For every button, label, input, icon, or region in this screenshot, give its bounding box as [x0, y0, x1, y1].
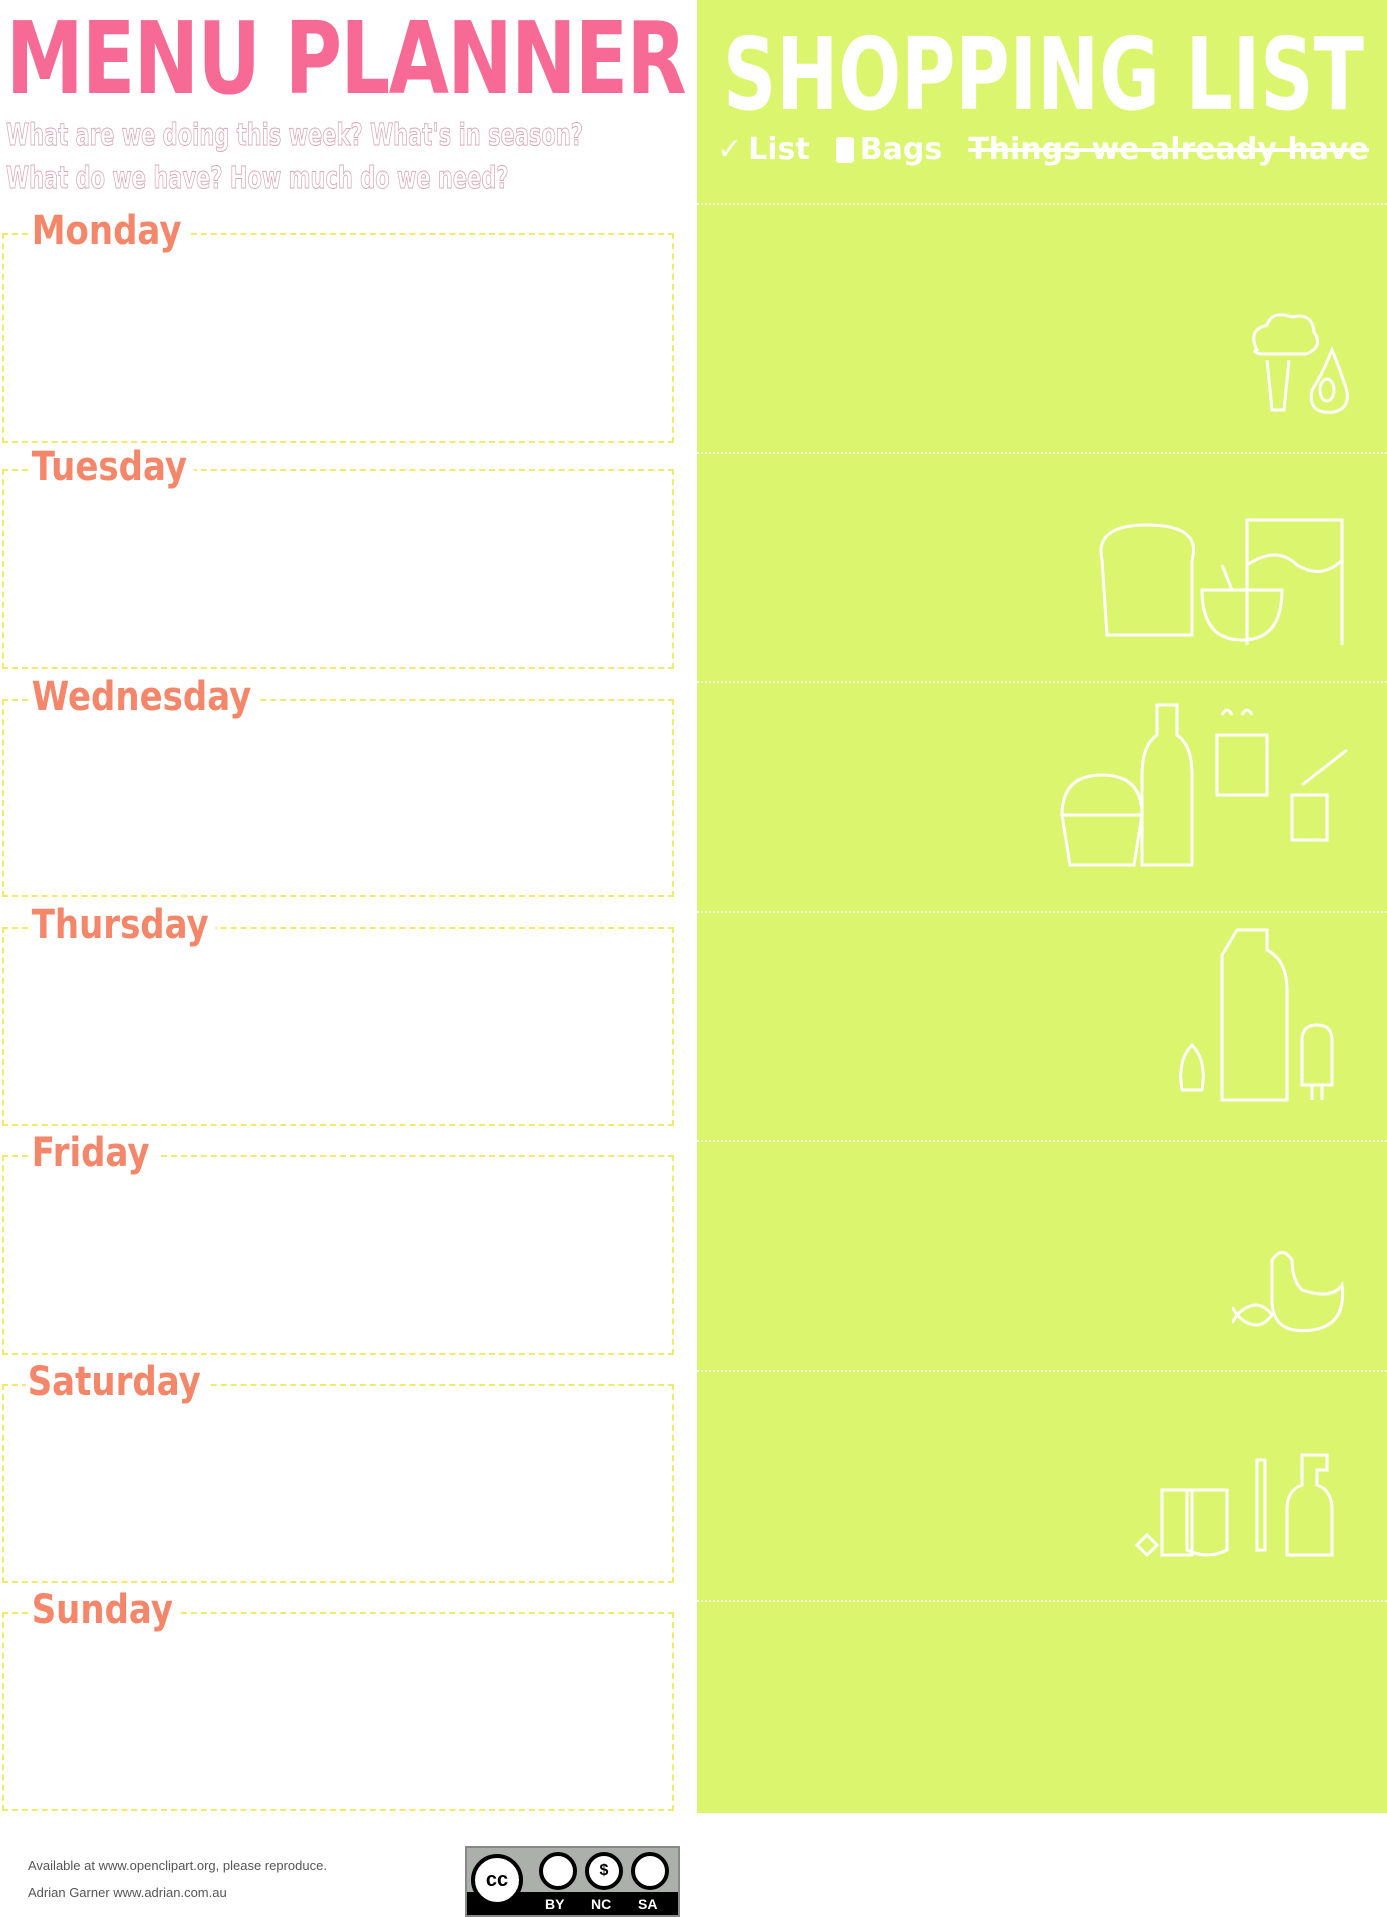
- dairy-icon: [1179, 928, 1334, 1102]
- divider: [697, 1370, 1387, 1372]
- day-box-monday[interactable]: Monday: [2, 207, 674, 443]
- legend-list: ✓List: [717, 132, 810, 167]
- shopping-list-panel: SHOPPING LIST ✓List Bags Things we alrea…: [697, 0, 1387, 1813]
- shopping-list-title: SHOPPING LIST: [723, 16, 1365, 133]
- cc-icon: cc: [471, 1854, 523, 1906]
- day-box-saturday[interactable]: Saturday: [2, 1358, 674, 1583]
- page-title: MENU PLANNER: [6, 0, 687, 117]
- divider: [697, 452, 1387, 454]
- day-label: Monday: [30, 207, 189, 255]
- day-label: Sunday: [30, 1586, 180, 1634]
- footer-availability: Available at www.openclipart.org, please…: [28, 1858, 327, 1873]
- produce-icon: [1252, 313, 1349, 414]
- legend-list-label: List: [748, 132, 810, 167]
- legend-already-have: Things we already have: [968, 132, 1369, 167]
- subtitle-line-2: What do we have? How much do we need?: [6, 161, 509, 197]
- check-icon: ✓: [717, 132, 743, 167]
- shopping-legend: ✓List Bags Things we already have: [717, 132, 1369, 167]
- legend-bags: Bags: [835, 132, 943, 167]
- bag-icon: [835, 136, 854, 163]
- bakery-icon: [1099, 518, 1344, 645]
- divider: [697, 203, 1387, 205]
- attribution-icon: [539, 1852, 577, 1890]
- household-icon: [1134, 1453, 1334, 1558]
- day-label: Wednesday: [30, 673, 259, 721]
- divider: [697, 1140, 1387, 1142]
- cc-nc-label: NC: [591, 1896, 612, 1912]
- meat-icon: [1232, 1251, 1345, 1333]
- day-label: Tuesday: [30, 443, 194, 491]
- footer-author: Adrian Garner www.adrian.com.au: [28, 1885, 227, 1900]
- divider: [697, 1600, 1387, 1602]
- legend-bags-label: Bags: [859, 132, 943, 167]
- noncommercial-icon: $: [585, 1852, 623, 1890]
- day-label: Friday: [30, 1129, 157, 1177]
- cc-license-badge[interactable]: cc $ BY NC SA: [465, 1846, 680, 1917]
- day-label: Saturday: [26, 1358, 208, 1406]
- day-box-wednesday[interactable]: Wednesday: [2, 673, 674, 897]
- day-box-thursday[interactable]: Thursday: [2, 901, 674, 1126]
- pantry-icon: [1060, 703, 1348, 867]
- day-box-tuesday[interactable]: Tuesday: [2, 443, 674, 669]
- day-label: Thursday: [30, 901, 216, 949]
- cc-sa-label: SA: [638, 1896, 658, 1912]
- day-box-sunday[interactable]: Sunday: [2, 1586, 674, 1811]
- day-box-friday[interactable]: Friday: [2, 1129, 674, 1355]
- subtitle-line-1: What are we doing this week? What's in s…: [6, 118, 584, 154]
- divider: [697, 911, 1387, 913]
- sharealike-icon: [631, 1852, 669, 1890]
- divider: [697, 681, 1387, 683]
- cc-by-label: BY: [545, 1896, 565, 1912]
